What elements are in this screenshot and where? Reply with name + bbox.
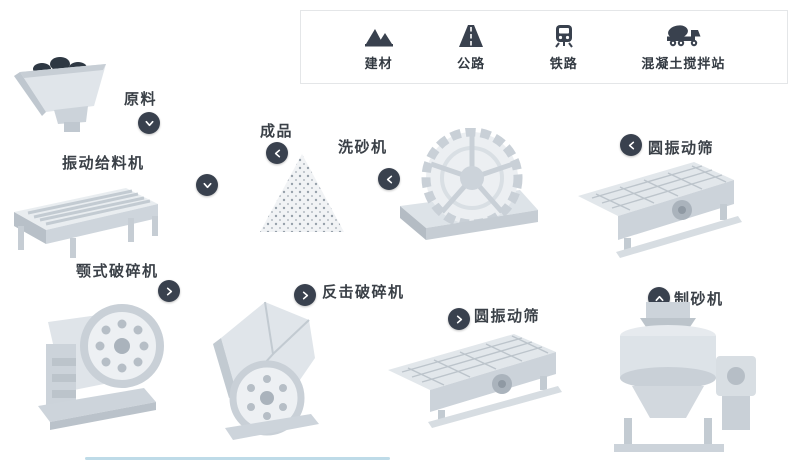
vibrating-feeder-arrow-badge xyxy=(196,174,218,196)
legend-item-building-materials: 建材 xyxy=(363,22,395,72)
finished-product-label: 成品 xyxy=(260,123,294,140)
circular-screen-upper-label: 圆振动筛 xyxy=(648,140,715,157)
jaw-crusher-arrow-badge xyxy=(158,280,180,302)
legend-label: 公路 xyxy=(457,56,486,71)
jaw-crusher-illustration xyxy=(22,288,170,438)
vibrating-feeder-illustration xyxy=(12,182,162,265)
finished-product-arrow-badge xyxy=(266,142,288,164)
building-materials-icon xyxy=(363,22,395,48)
impact-crusher-label: 反击破碎机 xyxy=(322,284,405,301)
raw-material-arrow-badge xyxy=(138,112,160,134)
jaw-crusher-label: 颚式破碎机 xyxy=(76,263,159,280)
legend-item-concrete-mixing-station: 混凝土搅拌站 xyxy=(641,22,725,72)
highway-icon xyxy=(456,22,486,48)
legend-item-railway: 铁路 xyxy=(548,22,580,72)
impact-crusher-arrow-badge xyxy=(294,284,316,306)
raw-material-label: 原料 xyxy=(124,91,158,108)
impact-crusher-illustration xyxy=(203,294,338,449)
vibrating-feeder-label: 振动给料机 xyxy=(62,155,145,172)
bottom-ground-line xyxy=(85,457,390,460)
sand-washer-label: 洗砂机 xyxy=(338,139,388,156)
concrete-mixing-station-icon xyxy=(664,22,702,48)
circular-screen-upper-illustration xyxy=(572,158,744,265)
legend-label: 混凝土搅拌站 xyxy=(641,56,726,71)
sand-washer-arrow-badge xyxy=(378,168,400,190)
legend-label: 铁路 xyxy=(549,56,578,71)
railway-icon xyxy=(548,22,580,48)
finished-product-pile-illustration xyxy=(258,150,346,241)
raw-material-hopper-illustration xyxy=(8,52,120,139)
legend-item-highway: 公路 xyxy=(456,22,486,72)
circular-screen-lower-illustration xyxy=(384,328,564,435)
circular-screen-upper-arrow-badge xyxy=(620,134,642,156)
circular-screen-lower-arrow-badge xyxy=(448,308,470,330)
legend-box: 建材 公路 xyxy=(300,10,788,84)
sand-maker-illustration xyxy=(584,300,764,460)
circular-screen-lower-label: 圆振动筛 xyxy=(474,308,541,325)
legend-label: 建材 xyxy=(364,56,393,71)
sand-washer-illustration xyxy=(398,127,543,251)
